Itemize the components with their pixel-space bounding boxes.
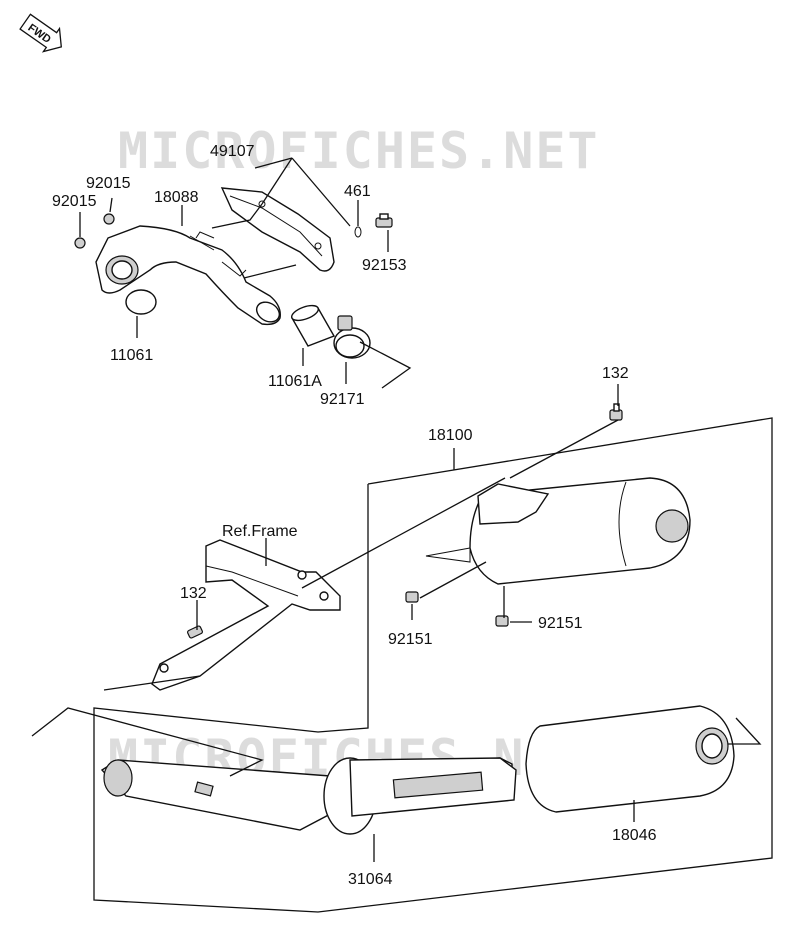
label-92153: 92153 bbox=[362, 257, 407, 274]
bolt-92153 bbox=[375, 213, 393, 228]
label-461: 461 bbox=[344, 183, 371, 200]
washer-461 bbox=[354, 226, 362, 238]
label-49107: 49107 bbox=[210, 143, 255, 160]
label-132-top: 132 bbox=[602, 365, 629, 382]
label-92171: 92171 bbox=[320, 391, 365, 408]
label-18046: 18046 bbox=[612, 827, 657, 844]
silencer-body-18046 bbox=[525, 705, 735, 813]
watermark-top: MICROFICHES.NET bbox=[118, 122, 600, 180]
bolt-132-top bbox=[609, 403, 623, 421]
label-ref-frame: Ref.Frame bbox=[222, 523, 298, 540]
label-92151-left: 92151 bbox=[388, 631, 433, 648]
fwd-arrow-icon: FWD bbox=[19, 13, 62, 53]
leader-lines-upper bbox=[79, 157, 412, 389]
group-outline-18100 bbox=[93, 384, 773, 913]
heat-guard-49107 bbox=[220, 187, 335, 272]
frame-reference bbox=[151, 539, 341, 691]
label-11061: 11061 bbox=[110, 347, 153, 364]
bolt-92151-left bbox=[405, 591, 419, 603]
bolt-132-left bbox=[187, 625, 203, 639]
label-132-left: 132 bbox=[180, 585, 207, 602]
header-pipe-18088 bbox=[95, 225, 281, 326]
sleeve-11061A bbox=[290, 304, 336, 347]
gasket-11061 bbox=[125, 289, 157, 315]
label-18088: 18088 bbox=[154, 189, 199, 206]
nut-92015-a bbox=[103, 213, 115, 225]
nut-92015-b bbox=[74, 237, 86, 249]
clamp-92171 bbox=[333, 315, 371, 359]
inner-pipe-31064 bbox=[323, 757, 517, 835]
leader-lines-lower bbox=[31, 707, 762, 862]
bolt-92151-right bbox=[495, 615, 509, 627]
label-92151-right: 92151 bbox=[538, 615, 583, 632]
silencer-18100 bbox=[469, 477, 691, 585]
label-92015-b: 92015 bbox=[52, 193, 97, 210]
label-92015-a: 92015 bbox=[86, 175, 131, 192]
label-11061A: 11061A bbox=[268, 373, 322, 390]
label-18100: 18100 bbox=[428, 427, 473, 444]
label-31064: 31064 bbox=[348, 871, 393, 888]
